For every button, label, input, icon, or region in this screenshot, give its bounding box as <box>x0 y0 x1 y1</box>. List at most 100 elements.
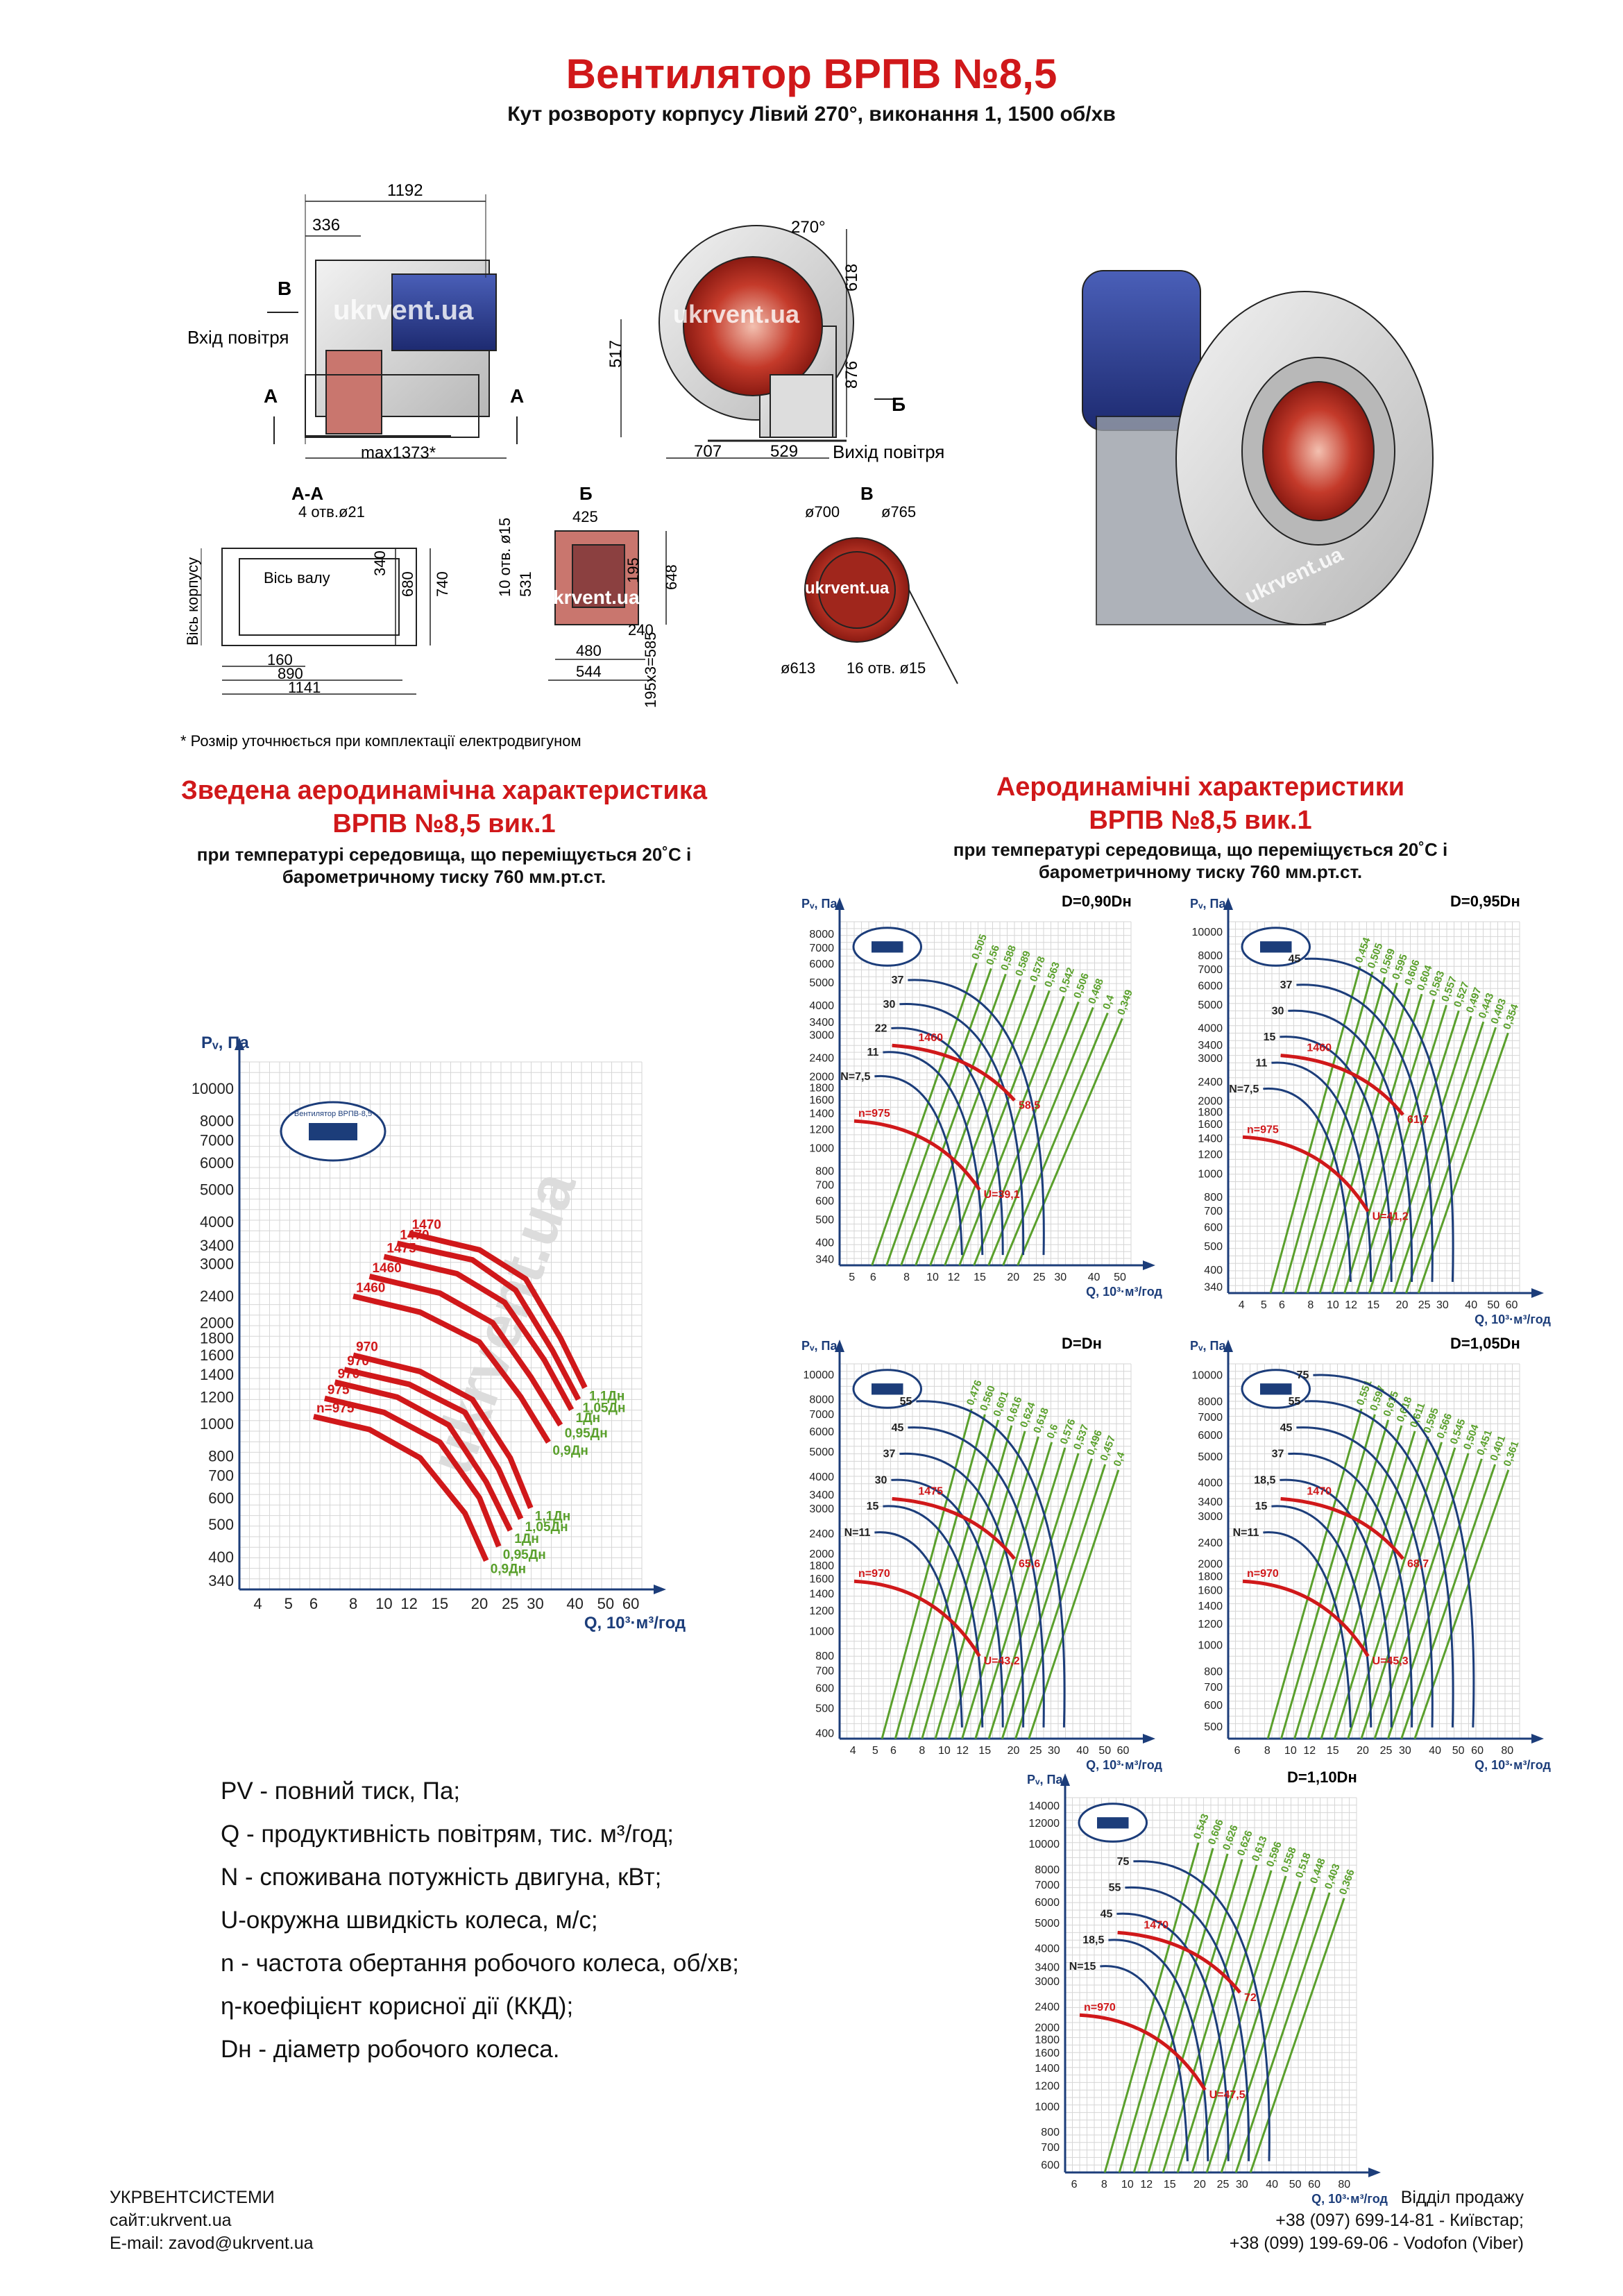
section-aa-holes: 4 отв.ø21 <box>298 503 365 521</box>
chart-title: D=1,05Dн <box>1450 1335 1520 1352</box>
y-tick-label: 1400 <box>809 1108 834 1120</box>
x-axis-arrow <box>1368 2168 1381 2177</box>
efficiency-ray <box>973 1001 1080 1266</box>
u-high-label: 65,6 <box>1019 1558 1040 1570</box>
y-tick-label: 340 <box>1204 1281 1223 1293</box>
x-axis-title: Q, 10³·м³/год <box>584 1614 686 1632</box>
y-tick-label: 600 <box>815 1682 834 1694</box>
curve-series <box>383 1253 575 1411</box>
efficiency-label: 0,349 <box>1115 988 1135 1017</box>
watermark-v: ukrvent.ua <box>805 579 890 598</box>
power-curve <box>883 1505 984 1728</box>
x-tick-label: 12 <box>956 1745 969 1757</box>
efficiency-ray <box>1320 1430 1416 1739</box>
y-tick-label: 2400 <box>200 1288 234 1305</box>
watermark-front: ukrvent.ua <box>673 300 800 328</box>
y-tick-label: 1200 <box>1035 2080 1060 2092</box>
x-tick-label: 80 <box>1338 2179 1350 2191</box>
y-tick-label: 700 <box>1204 1682 1223 1694</box>
y-tick-label: 7000 <box>809 943 834 954</box>
x-axis-title: Q, 10³·м³/год <box>1311 2192 1388 2206</box>
y-tick-label: 800 <box>1204 1666 1223 1678</box>
dim-1192: 1192 <box>387 181 423 200</box>
rpm-curve-low <box>1242 1579 1370 1657</box>
y-tick-label: 1400 <box>1198 1601 1223 1612</box>
dim-240: 240 <box>628 621 654 639</box>
y-tick-label: 8000 <box>1198 950 1223 962</box>
x-tick-label: 30 <box>527 1595 543 1612</box>
power-label: 18,5 <box>1082 1934 1104 1946</box>
rpm-high-label: 1470 <box>1144 1919 1169 1931</box>
curve-series <box>352 1293 551 1444</box>
footer-email[interactable]: E-mail: zavod@ukrvent.ua <box>110 2234 314 2253</box>
y-tick-label: 2000 <box>200 1314 234 1331</box>
y-tick-label: 4000 <box>1198 1023 1223 1035</box>
y-tick-label: 5000 <box>1198 1451 1223 1463</box>
y-tick-label: 8000 <box>200 1113 234 1130</box>
dim-876: 876 <box>842 361 861 389</box>
x-tick-label: 50 <box>1098 1745 1111 1757</box>
x-tick-label: 40 <box>1266 2179 1278 2191</box>
efficiency-ray <box>908 1419 1000 1739</box>
y-tick-label: 3400 <box>1198 1496 1223 1508</box>
legend-q: Q - продуктивність повітрям, тис. м³/год… <box>221 1821 674 1848</box>
power-label: 45 <box>1289 954 1301 965</box>
dim-680: 680 <box>399 571 416 597</box>
dim-425: 425 <box>572 508 598 525</box>
u-low-label: U=41,2 <box>1373 1210 1409 1222</box>
x-tick-label: 20 <box>1007 1272 1019 1283</box>
y-tick-label: 1000 <box>1198 1168 1223 1180</box>
x-tick-label: 15 <box>432 1595 448 1612</box>
x-tick-label: 6 <box>870 1272 876 1283</box>
power-curve <box>1133 1860 1271 2161</box>
power-label: N=7,5 <box>1229 1083 1259 1095</box>
rpm-low-label: n=970 <box>1084 2002 1116 2014</box>
y-tick-label: 8000 <box>1035 1864 1060 1876</box>
dim-pitch: 195х3=585 <box>642 632 659 709</box>
x-tick-label: 20 <box>1193 2179 1206 2191</box>
y-tick-label: 2000 <box>809 1548 834 1560</box>
efficiency-ray <box>1282 971 1374 1294</box>
y-axis-arrow <box>1223 1340 1233 1352</box>
y-axis-arrow <box>1060 1773 1070 1786</box>
y-tick-label: 2000 <box>1035 2023 1060 2034</box>
x-tick-label: 20 <box>1396 1299 1409 1311</box>
curve-series <box>352 1352 534 1510</box>
legend-pv: PV - повний тиск, Па; <box>221 1778 461 1805</box>
side-view-inlet <box>325 350 382 434</box>
x-tick-label: 4 <box>1239 1299 1245 1311</box>
y-tick-label: 1600 <box>1198 1585 1223 1596</box>
x-tick-label: 6 <box>1234 1745 1241 1757</box>
technical-drawings: 1192 336 max1373* В А А Вхід повітря ukr… <box>180 181 1434 750</box>
footer-site[interactable]: сайт:ukrvent.ua <box>110 2211 232 2230</box>
rpm-curve-high <box>1280 1496 1404 1560</box>
power-curve <box>1313 1374 1475 1728</box>
y-axis-arrow <box>835 897 844 910</box>
rpm-curve-high <box>1117 1930 1241 1994</box>
y-tick-label: 2400 <box>809 1053 834 1065</box>
efficiency-ray <box>894 1414 986 1739</box>
x-tick-label: 80 <box>1501 1745 1513 1757</box>
power-curve <box>1271 1505 1373 1728</box>
footer-sales: Відділ продажу <box>1400 2188 1524 2207</box>
footer-phone-1[interactable]: +38 (097) 699-14-81 - Київстар; <box>1275 2211 1524 2230</box>
dim-890: 890 <box>278 665 303 682</box>
y-tick-label: 1200 <box>1198 1619 1223 1630</box>
footer-company: УКРВЕНТСИСТЕМИ <box>110 2188 275 2207</box>
y-tick-label: 800 <box>1041 2127 1060 2138</box>
power-curve <box>1280 1036 1393 1282</box>
power-curve <box>899 1003 1025 1256</box>
efficiency-ray <box>1294 977 1386 1294</box>
y-tick-label: 700 <box>815 1666 834 1678</box>
x-tick-label: 12 <box>1140 2179 1153 2191</box>
power-label: 11 <box>1255 1057 1267 1069</box>
efficiency-ray <box>1413 1469 1510 1739</box>
x-tick-label: 8 <box>1307 1299 1314 1311</box>
footer-phone-2[interactable]: +38 (099) 199-69-06 - Vodofon (Viber) <box>1229 2234 1524 2253</box>
x-tick-label: 15 <box>1367 1299 1379 1311</box>
curve-diameter-label: 0,9Дн <box>491 1562 526 1577</box>
logo-fan-icon <box>872 1383 903 1395</box>
efficiency-ray <box>1249 1898 1345 2173</box>
power-label: N=11 <box>1233 1527 1259 1539</box>
efficiency-ray <box>947 1436 1039 1739</box>
